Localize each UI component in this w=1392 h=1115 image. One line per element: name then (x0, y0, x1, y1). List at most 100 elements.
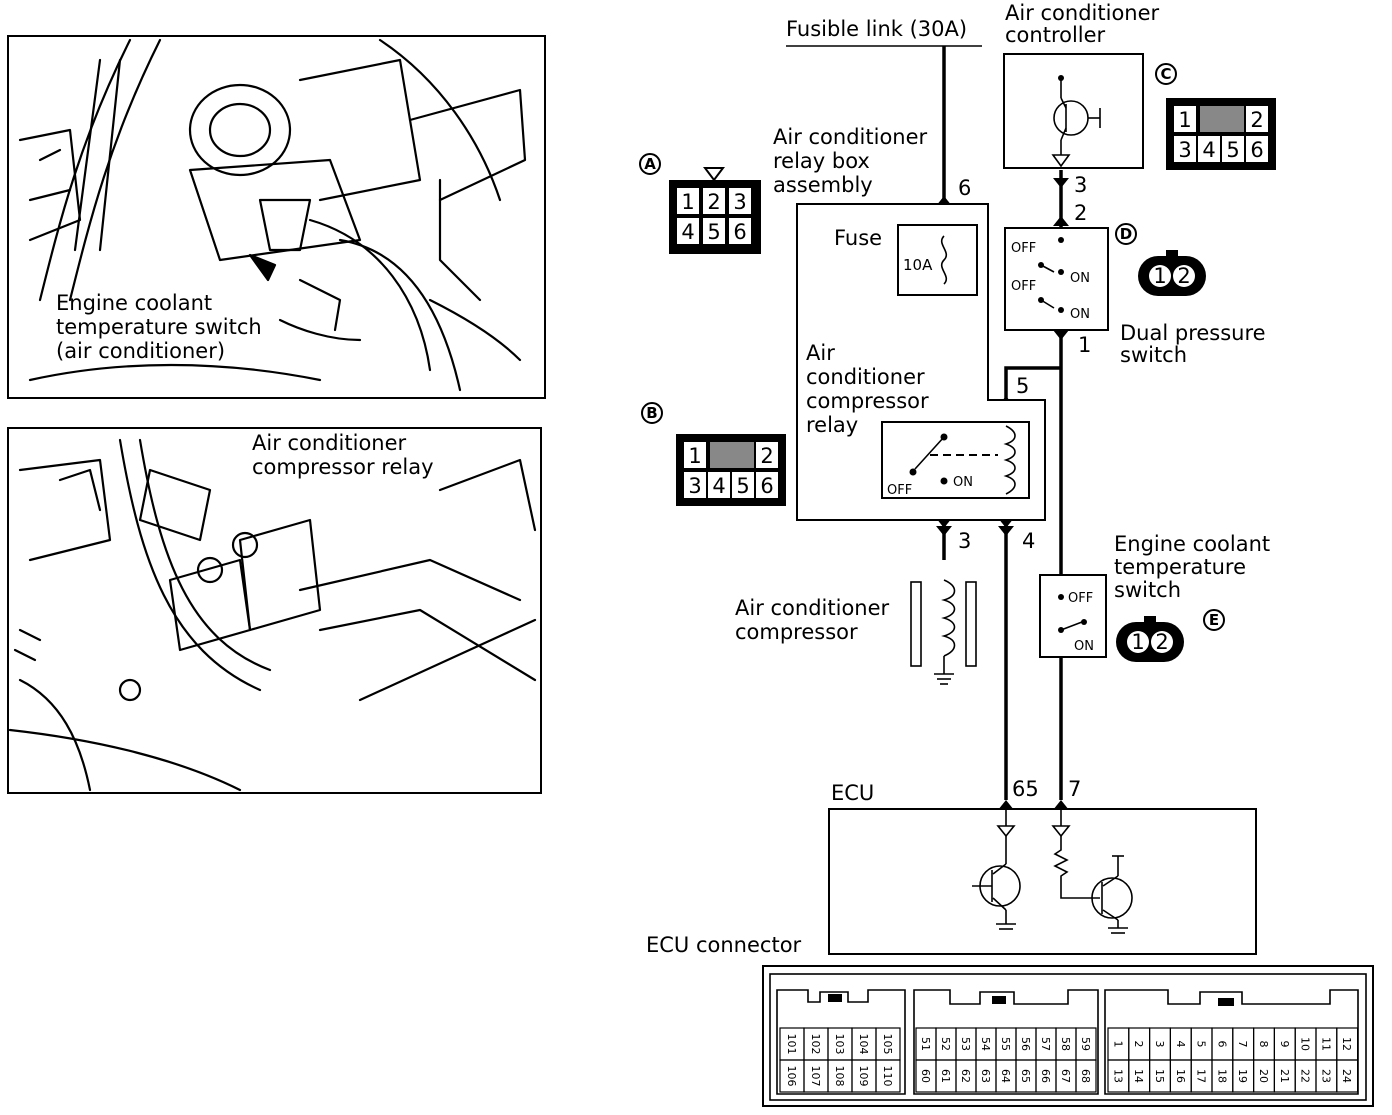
pin-3-relay: 3 (958, 529, 971, 553)
connector-b-tag: B (646, 404, 657, 422)
coolant-on: ON (1074, 639, 1094, 654)
fuse: 10A (897, 224, 978, 296)
photo-bottom-label-1: Air conditioner (252, 431, 407, 455)
ecu-pin-label: 68 (1079, 1069, 1092, 1083)
ecu-pin-label: 5 (1195, 1041, 1208, 1048)
dps-label-1: Dual pressure (1120, 321, 1266, 345)
ecu-pin-label: 66 (1039, 1069, 1052, 1083)
ecu-label: ECU (831, 781, 874, 805)
ecu-pin-label: 107 (809, 1066, 822, 1087)
dps-on-1: ON (1070, 271, 1090, 286)
connector-d-tag: D (1120, 225, 1132, 243)
ecu-pin-label: 57 (1039, 1037, 1052, 1051)
connector-b-pin: 6 (760, 474, 773, 498)
ecu-pin-label: 103 (833, 1034, 846, 1055)
compressor-relay-label-3: compressor (806, 389, 929, 413)
ecu-pin-label: 2 (1132, 1041, 1145, 1048)
ecu-pin-label: 22 (1299, 1069, 1312, 1083)
ecu-connector: 1011061021071031081041091051105160526153… (762, 965, 1374, 1107)
ecu-pin-label: 60 (919, 1069, 932, 1083)
relay-off-label: OFF (887, 483, 912, 498)
fusible-link-label: Fusible link (30A) (786, 17, 967, 41)
ecu-pin-label: 9 (1278, 1041, 1291, 1048)
compressor-relay-label-1: Air (806, 341, 835, 365)
ecu-pin-label: 61 (939, 1069, 952, 1083)
dps-on-2: ON (1070, 307, 1090, 322)
connector-d-pin: 2 (1177, 264, 1190, 288)
ecu-pin-label: 58 (1059, 1037, 1072, 1051)
connector-c-pin: 5 (1226, 138, 1239, 162)
connector-c-pin: 4 (1202, 138, 1215, 162)
photo-top-label-2: temperature switch (56, 315, 262, 339)
ecu-pin-label: 13 (1111, 1069, 1124, 1083)
connector-a-pin: 2 (707, 190, 720, 214)
ac-controller-label-2: controller (1005, 23, 1106, 47)
ecu-pin-label: 23 (1319, 1069, 1332, 1083)
connector-b-pin: 1 (688, 444, 701, 468)
ecu-connector-label: ECU connector (646, 933, 802, 957)
connector-c-tag: C (1160, 65, 1171, 83)
pin-7: 7 (1068, 777, 1081, 801)
ecu-pin-label: 20 (1257, 1069, 1270, 1083)
fuse-rating: 10A (903, 256, 933, 274)
photo-compressor-relay: Air conditioner compressor relay (7, 427, 542, 794)
ecu-pin-label: 102 (809, 1034, 822, 1055)
connector-a-pin: 1 (681, 190, 694, 214)
ecu-pin-label: 109 (857, 1066, 870, 1087)
pin-2: 2 (1074, 201, 1087, 225)
pin-3-ctrl: 3 (1074, 173, 1087, 197)
ecu-pin-label: 56 (1019, 1037, 1032, 1051)
ecu-pin-label: 4 (1174, 1041, 1187, 1048)
ecu-pin-label: 17 (1195, 1069, 1208, 1083)
coolant-temp-switch: OFF ON (1039, 574, 1107, 658)
ecu-pin-label: 52 (939, 1037, 952, 1051)
ecu-pin-label: 110 (881, 1066, 894, 1087)
engine-sketch-top (18, 38, 527, 392)
ecu-pin-label: 51 (919, 1037, 932, 1051)
ecu-pin-label: 6 (1215, 1041, 1228, 1048)
ecu-pin-label: 108 (833, 1066, 846, 1087)
pin-6: 6 (958, 176, 971, 200)
ecu-pin-label: 64 (999, 1069, 1012, 1083)
connector-d-pin: 1 (1153, 264, 1166, 288)
ecu-pin-label: 53 (959, 1037, 972, 1051)
ecu-pin-label: 59 (1079, 1037, 1092, 1051)
connector-c-pin: 1 (1178, 108, 1191, 132)
relay-box-label-1: Air conditioner (773, 125, 928, 149)
ecu-pin-label: 1 (1111, 1041, 1124, 1048)
ecu-pin-label: 12 (1340, 1037, 1353, 1051)
ecu-pin-label: 65 (1019, 1069, 1032, 1083)
ecu-pin-label: 18 (1215, 1069, 1228, 1083)
connector-a-pin: 4 (681, 220, 694, 244)
connector-e-pin: 1 (1131, 630, 1144, 654)
connector-b-pin: 3 (688, 474, 701, 498)
connector-b-pin: 5 (736, 474, 749, 498)
dual-pressure-switch: OFF OFF ON ON (1004, 227, 1109, 331)
ecu-pin-grid: 1011061021071031081041091051105160526153… (779, 1027, 1359, 1093)
coolant-label-3: switch (1114, 578, 1181, 602)
ecu-pin-label: 105 (881, 1034, 894, 1055)
ecu-pin-label: 55 (999, 1037, 1012, 1051)
ecu-pin-label: 19 (1236, 1069, 1249, 1083)
fuse-label: Fuse (834, 226, 882, 250)
connector-a-tag: A (644, 155, 656, 173)
ecu-box (828, 808, 1257, 955)
ecu-pin-label: 67 (1059, 1069, 1072, 1083)
connector-b-pin: 2 (760, 444, 773, 468)
connector-e-tag: E (1209, 611, 1219, 629)
ecu-pin-label: 15 (1153, 1069, 1166, 1083)
pin-65: 65 (1012, 777, 1039, 801)
connector-a-pin: 5 (707, 220, 720, 244)
connector-c-pin: 3 (1178, 138, 1191, 162)
ecu-pin-label: 8 (1257, 1041, 1270, 1048)
coolant-label-2: temperature (1114, 555, 1246, 579)
pin-5: 5 (1016, 374, 1029, 398)
dps-off-1: OFF (1011, 241, 1036, 256)
ecu-pin-label: 63 (979, 1069, 992, 1083)
compressor-relay: OFF ON (881, 421, 1030, 499)
